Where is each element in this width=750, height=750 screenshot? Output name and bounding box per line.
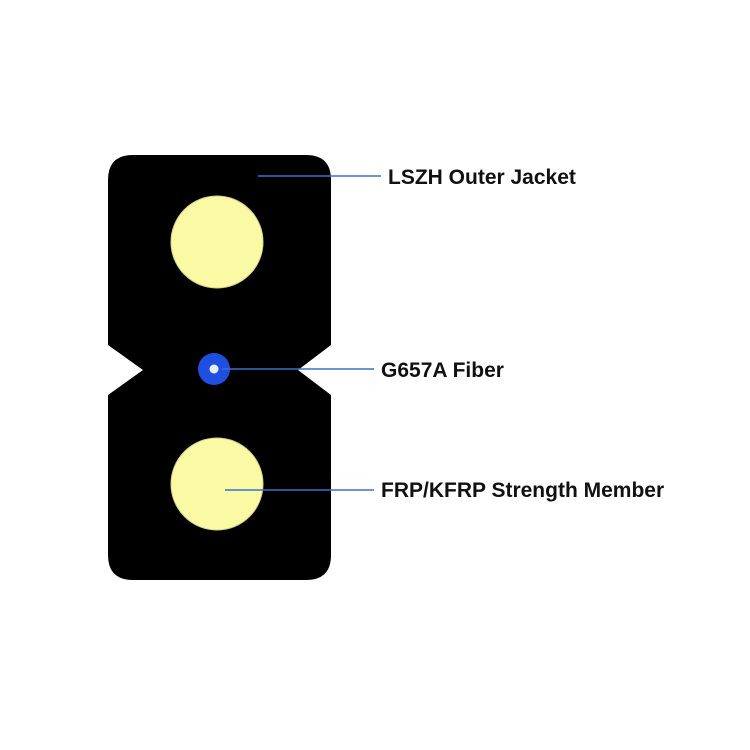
strength-member-bottom (170, 437, 264, 531)
fiber-core (209, 364, 219, 374)
label-fiber: G657A Fiber (381, 359, 504, 382)
strength-member-top (170, 195, 264, 289)
label-outer-jacket: LSZH Outer Jacket (388, 166, 576, 189)
label-strength-member: FRP/KFRP Strength Member (381, 479, 664, 502)
